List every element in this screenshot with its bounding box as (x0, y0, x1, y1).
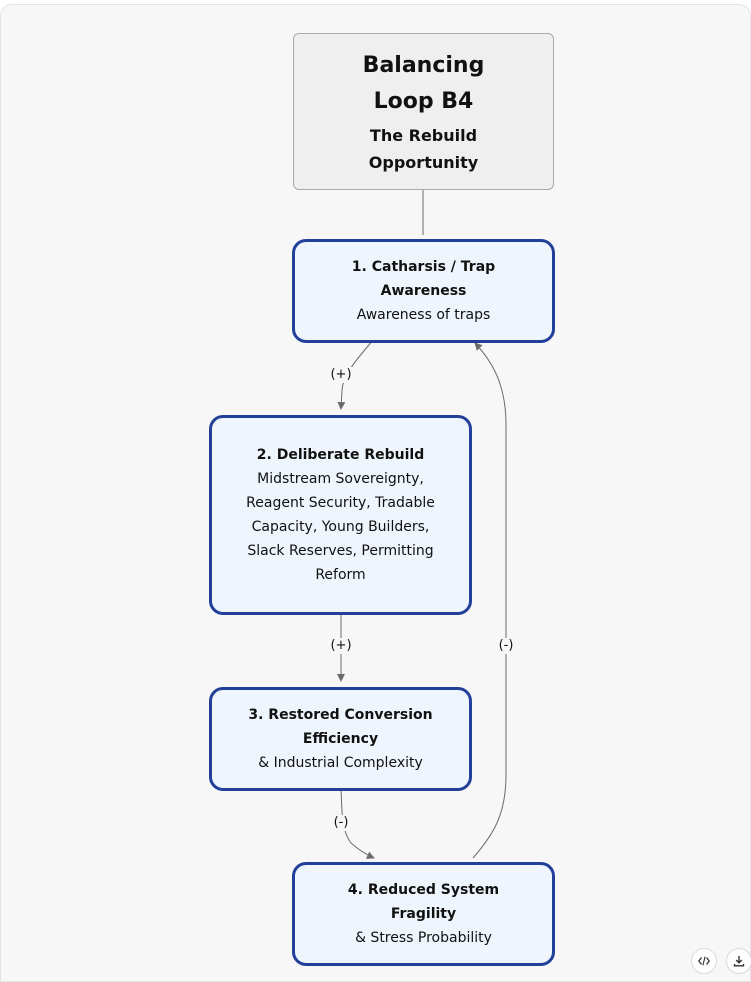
loop-title: Balancing Loop B4 (362, 52, 485, 114)
edge-label-3-4: (-) (331, 815, 351, 831)
node-desc: Midstream Sovereignty, Reagent Security,… (246, 471, 435, 535)
loop-subtitle: The Rebuild Opportunity (368, 125, 479, 172)
view-code-button[interactable] (691, 948, 717, 974)
node-title: 2. Deliberate Rebuild (256, 447, 425, 463)
download-button[interactable] (726, 948, 751, 974)
node-restored-conversion[interactable]: 3. Restored Conversion Efficiency & Indu… (209, 687, 472, 791)
node-title: 4. Reduced System Fragility (347, 882, 500, 922)
loop-title-box: Balancing Loop B4 The Rebuild Opportunit… (293, 33, 554, 190)
node-desc: & Industrial Complexity (258, 755, 423, 771)
edge-label-2-3: (+) (328, 638, 354, 654)
node-catharsis[interactable]: 1. Catharsis / Trap Awareness Awareness … (292, 239, 555, 343)
code-icon (698, 956, 710, 966)
edge-label-4-1: (-) (496, 638, 516, 654)
edge-4-1 (472, 342, 507, 859)
diagram-canvas: Balancing Loop B4 The Rebuild Opportunit… (0, 4, 751, 982)
node-desc: & Stress Probability (355, 930, 492, 946)
node-deliberate-rebuild[interactable]: 2. Deliberate Rebuild Midstream Sovereig… (209, 415, 472, 615)
node-desc: Slack Reserves, Permitting Reform (247, 543, 434, 583)
edge-3-4 (340, 786, 375, 859)
edge-label-1-2: (+) (328, 367, 354, 383)
node-title: 3. Restored Conversion Efficiency (248, 707, 433, 747)
node-desc: Awareness of traps (356, 307, 491, 323)
node-reduced-fragility[interactable]: 4. Reduced System Fragility & Stress Pro… (292, 862, 555, 966)
node-title: 1. Catharsis / Trap Awareness (351, 259, 496, 299)
download-icon (733, 956, 745, 967)
